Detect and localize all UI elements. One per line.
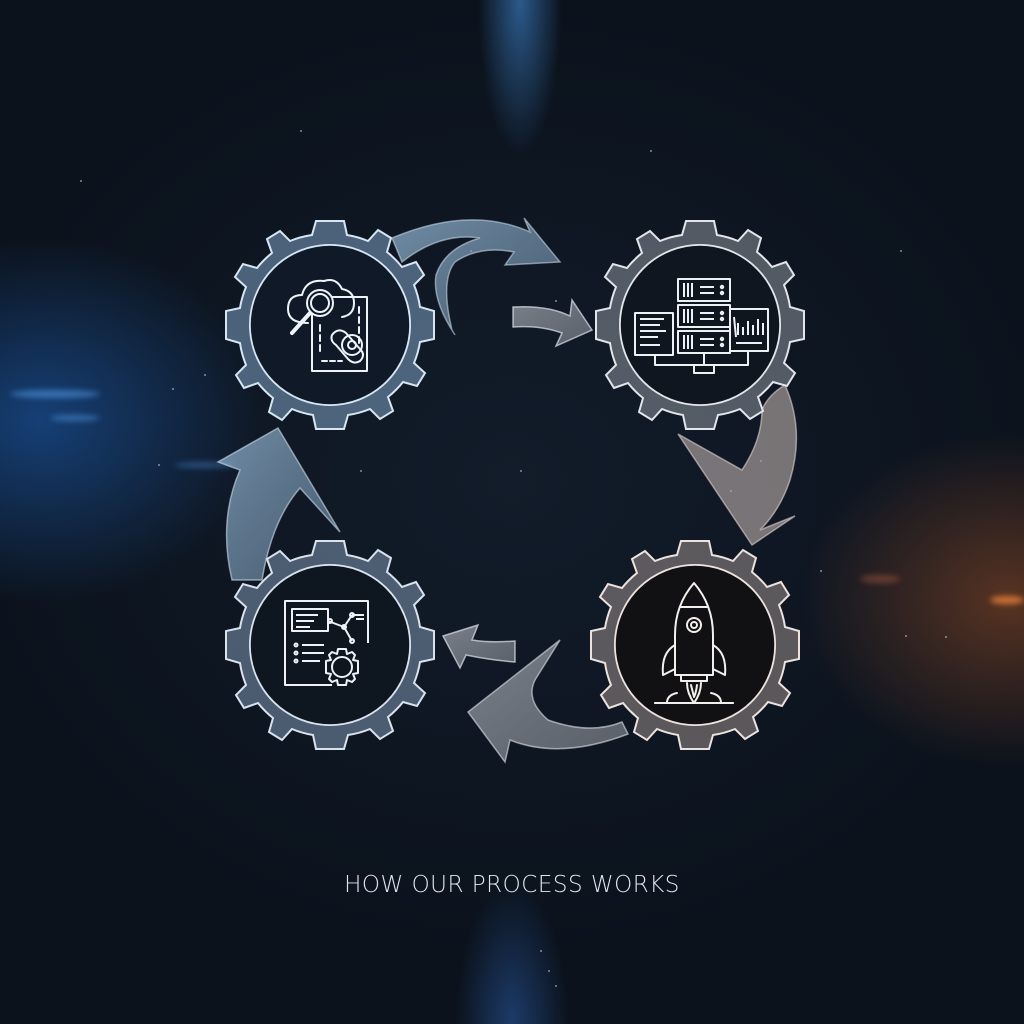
arrow-step2-to-step3 — [677, 383, 798, 547]
cloud-search-document-wrench-icon — [287, 279, 368, 372]
rocket-launch-icon — [654, 582, 734, 704]
document-network-gear-icon — [284, 600, 369, 686]
arrow-step3-to-step4-small — [441, 623, 516, 670]
step-2-gear — [595, 220, 805, 430]
diagram-title: HOW OUR PROCESS WORKS — [344, 872, 680, 898]
arrow-step3-to-step4-large — [466, 639, 630, 764]
step-3-gear — [590, 540, 800, 750]
blue-glow-streak — [10, 390, 100, 398]
arrow-step1-to-step2-small — [512, 297, 594, 348]
blue-glow-streak — [175, 462, 235, 468]
arrow-step1-to-step2-large — [391, 217, 562, 336]
arrow-step4-to-step1 — [216, 426, 341, 581]
orange-glow-streak — [860, 575, 900, 583]
orange-glow-streak — [990, 596, 1024, 604]
blue-glow-streak — [50, 415, 100, 421]
server-stack-dashboard-icon — [634, 278, 769, 374]
step-4-gear — [225, 540, 435, 750]
step-1-gear — [225, 220, 435, 430]
audio-waveform — [20, 670, 1010, 892]
